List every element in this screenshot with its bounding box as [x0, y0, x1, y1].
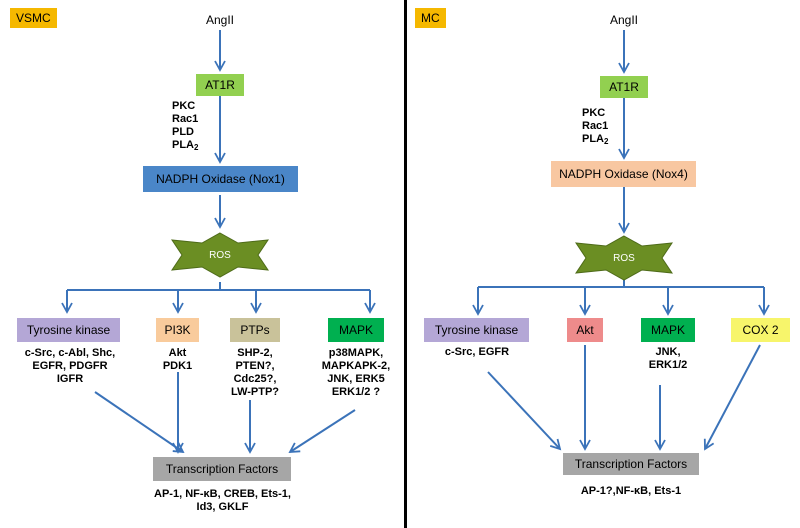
mediator-item-pla: PLA2: [172, 139, 199, 152]
mediator-item-pla: PLA2: [582, 133, 609, 146]
mapk-box-right: MAPK: [641, 318, 695, 342]
tyrosine-kinase-items-left: c-Src, c-Abl, Shc, EGFR, PDGFR IGFR: [15, 347, 125, 386]
pathway-item: Akt: [168, 347, 187, 359]
mediator-item: PKC: [582, 107, 606, 119]
mediator-item: Rac1: [172, 113, 199, 125]
pathway-item: JNK,: [655, 346, 681, 358]
tf-item: AP-1, NF-κB, CREB, Ets-1,: [154, 488, 291, 500]
nadph-oxidase-nox4: NADPH Oxidase (Nox4): [551, 161, 696, 187]
pathway-item: LW-PTP?: [230, 386, 280, 398]
panel-label-mc: MC: [415, 8, 446, 28]
transcription-factors-box-left: Transcription Factors: [153, 457, 291, 481]
tf-item: Id3, GKLF: [196, 501, 249, 513]
ros-label-left: ROS: [209, 250, 231, 261]
stimulus-angii-right: AngII: [609, 13, 639, 27]
ptps-items: SHP-2, PTEN?, Cdc25?, LW-PTP?: [215, 347, 295, 399]
pathway-item: IGFR: [56, 373, 84, 385]
pathway-item: MAPKAPK-2,: [321, 360, 391, 372]
mediator-item: PKC: [172, 100, 196, 112]
mapk-items-left: p38MAPK, MAPKAPK-2, JNK, ERK5 ERK1/2 ?: [311, 347, 401, 399]
nadph-oxidase-nox1: NADPH Oxidase (Nox1): [143, 166, 298, 192]
arrow-cox2-tf-right: [703, 344, 761, 451]
ros-star-right: [574, 235, 674, 281]
pathway-item: c-Src, c-Abl, Shc,: [24, 347, 116, 359]
arrow-mapk-tf-left: [288, 409, 356, 454]
receptor-at1r-right: AT1R: [600, 76, 648, 98]
panel-label-vsmc: VSMC: [10, 8, 57, 28]
arrow-tyrosine-tf-right: [487, 371, 562, 451]
tyrosine-kinase-box-left: Tyrosine kinase: [17, 318, 120, 342]
pi3k-items: Akt PDK1: [150, 347, 205, 373]
tyrosine-kinase-box-right: Tyrosine kinase: [424, 318, 529, 342]
pi3k-box: PI3K: [156, 318, 199, 342]
mapk-box-left: MAPK: [328, 318, 384, 342]
arrow-tyrosine-tf-left: [94, 391, 185, 454]
akt-box-right: Akt: [567, 318, 603, 342]
ros-label-right: ROS: [613, 253, 635, 264]
transcription-factors-items-right: AP-1?,NF-κB, Ets-1: [540, 485, 722, 498]
mediator-item: Rac1: [582, 120, 609, 132]
tf-item: AP-1?,NF-κB, Ets-1: [580, 485, 682, 497]
ros-star-left: [170, 232, 270, 278]
mediator-item: PLD: [172, 126, 194, 138]
mediators-list-left: PKC Rac1 PLD PLA2: [172, 100, 198, 154]
receptor-at1r-left: AT1R: [196, 74, 244, 96]
transcription-factors-box-right: Transcription Factors: [563, 453, 699, 475]
pathway-item: PTEN?,: [235, 360, 275, 372]
mapk-items-right: JNK, ERK1/2: [628, 346, 708, 372]
pathway-item: ERK1/2: [648, 359, 688, 371]
transcription-factors-items-left: AP-1, NF-κB, CREB, Ets-1, Id3, GKLF: [115, 488, 330, 514]
pathway-item: c-Src, EGFR: [444, 346, 510, 358]
pathway-item: ERK1/2 ?: [331, 386, 381, 398]
tyrosine-kinase-items-right: c-Src, EGFR: [422, 346, 532, 359]
ptps-box: PTPs: [230, 318, 280, 342]
pathway-item: Cdc25?,: [233, 373, 277, 385]
cox2-box-right: COX 2: [731, 318, 790, 342]
pathway-item: EGFR, PDGFR: [32, 360, 108, 372]
stimulus-angii-left: AngII: [205, 13, 235, 27]
pathway-item: PDK1: [162, 360, 193, 372]
pathway-item: p38MAPK,: [328, 347, 384, 359]
panel-divider: [404, 0, 407, 528]
pathway-item: JNK, ERK5: [327, 373, 385, 385]
pathway-item: SHP-2,: [237, 347, 273, 359]
mediators-list-right: PKC Rac1 PLA2: [582, 107, 608, 148]
